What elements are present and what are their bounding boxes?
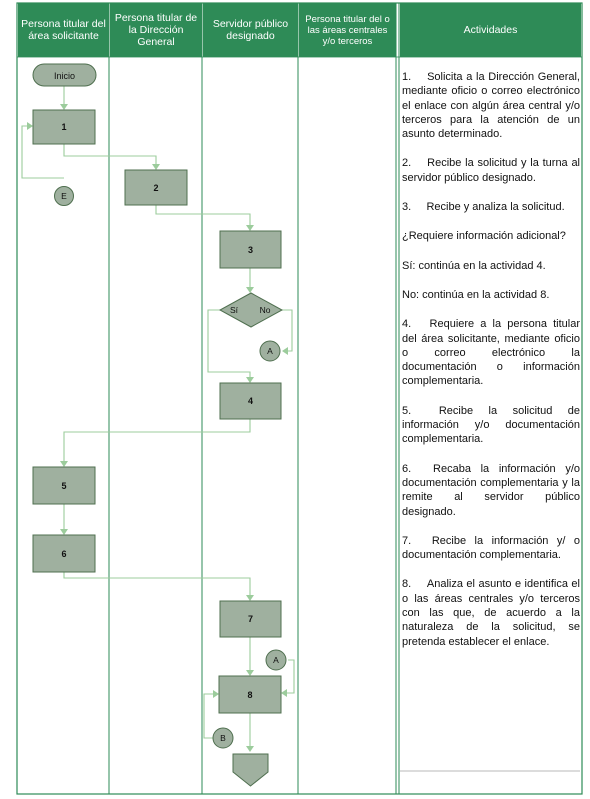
arrow-b8: [213, 690, 219, 698]
arrow-a8: [281, 689, 287, 697]
off-page-connector: [232, 753, 269, 787]
activity-8: 8. Analiza el asunto e identifica el o l…: [402, 578, 584, 648]
process-box-5: [32, 466, 96, 505]
activity-7: 7. Recibe la información y/ o documentac…: [402, 534, 584, 562]
arrow-1: [60, 104, 68, 110]
line-2-3: [155, 205, 251, 229]
process-label-6: 6: [61, 549, 66, 559]
line-a-8: [283, 659, 295, 694]
activity-5: 5. Recibe la solicitud de información y/…: [402, 404, 584, 446]
process-box-2: [124, 169, 188, 206]
connector-a-2-label: A: [273, 655, 279, 665]
arrow-2: [152, 164, 160, 170]
connector-b: [212, 727, 234, 749]
process-box-6: [32, 534, 96, 573]
activity-2: 2. Recibe la solicitud y la turna al ser…: [402, 157, 584, 184]
activity-no-branch: No: continúa en la actividad 8.: [402, 288, 550, 301]
connector-a-2: [265, 649, 287, 671]
activity-4: 4. Requiere a la persona titular del áre…: [402, 318, 584, 388]
arrowheads: [27, 104, 288, 752]
process-label-3: 3: [248, 245, 253, 255]
process-box-1: [32, 109, 96, 145]
decision-no-label: No: [260, 305, 271, 315]
process-label-5: 5: [61, 481, 66, 491]
line-e-1: [21, 125, 64, 179]
start-terminator: [32, 63, 97, 87]
arrow-e1: [27, 122, 33, 130]
connector-b-label: B: [220, 733, 226, 743]
process-label-7: 7: [248, 614, 253, 624]
header-servidor-publico: Servidor público designado: [203, 3, 298, 57]
arrow-3: [246, 225, 254, 231]
arrow-7: [246, 595, 254, 601]
process-label-2: 2: [153, 183, 158, 193]
process-label-8: 8: [247, 690, 252, 700]
connector-e: [54, 186, 74, 206]
line-1-2: [63, 144, 157, 168]
header-actividades: Actividades: [400, 3, 581, 57]
arrow-end: [246, 746, 254, 752]
decision-yes-label: Sí: [230, 305, 239, 315]
connector-e-label: E: [61, 191, 67, 201]
process-label-1: 1: [61, 122, 66, 132]
connector-a-1: [259, 340, 281, 362]
process-boxes: [32, 109, 282, 714]
activity-6: 6. Recaba la información y/o documentaci…: [402, 462, 584, 518]
connector-a-1-label: A: [267, 346, 273, 356]
arrow-6: [60, 529, 68, 535]
start-label: Inicio: [54, 71, 75, 81]
process-box-3: [219, 230, 282, 269]
header-areas-centrales: Persona titular del o las áreas centrale…: [299, 3, 396, 57]
activity-yes-branch: Sí: continúa en la actividad 4.: [402, 259, 546, 272]
line-6-7: [63, 572, 251, 599]
arrow-5: [60, 461, 68, 467]
line-b-8: [203, 693, 217, 739]
decision-diamond: [218, 292, 284, 328]
body-border: [16, 56, 583, 795]
activity-1: 1. Solicita a la Dirección General, medi…: [402, 71, 584, 141]
line-yes-4: [207, 309, 251, 381]
process-box-4: [219, 382, 282, 420]
arrow-a: [282, 347, 288, 355]
line-4-5: [63, 419, 251, 465]
arrow-8: [246, 670, 254, 676]
process-box-8: [218, 675, 282, 714]
activity-question: ¿Requiere información adicional?: [402, 230, 566, 243]
process-label-4: 4: [248, 396, 253, 406]
line-no-a: [282, 309, 293, 352]
arrow-dec: [246, 287, 254, 293]
activities-column: 1. Solicita a la Dirección General, medi…: [402, 70, 580, 664]
activities-end-rule: [400, 770, 580, 772]
header-direccion-general: Persona titular de la Dirección General: [110, 3, 202, 57]
arrow-4: [246, 377, 254, 383]
activity-3: 3. Recibe y analiza la solicitud.: [402, 201, 565, 214]
header-area-solicitante: Persona titular del área solicitante: [18, 3, 109, 57]
process-box-7: [219, 600, 282, 638]
